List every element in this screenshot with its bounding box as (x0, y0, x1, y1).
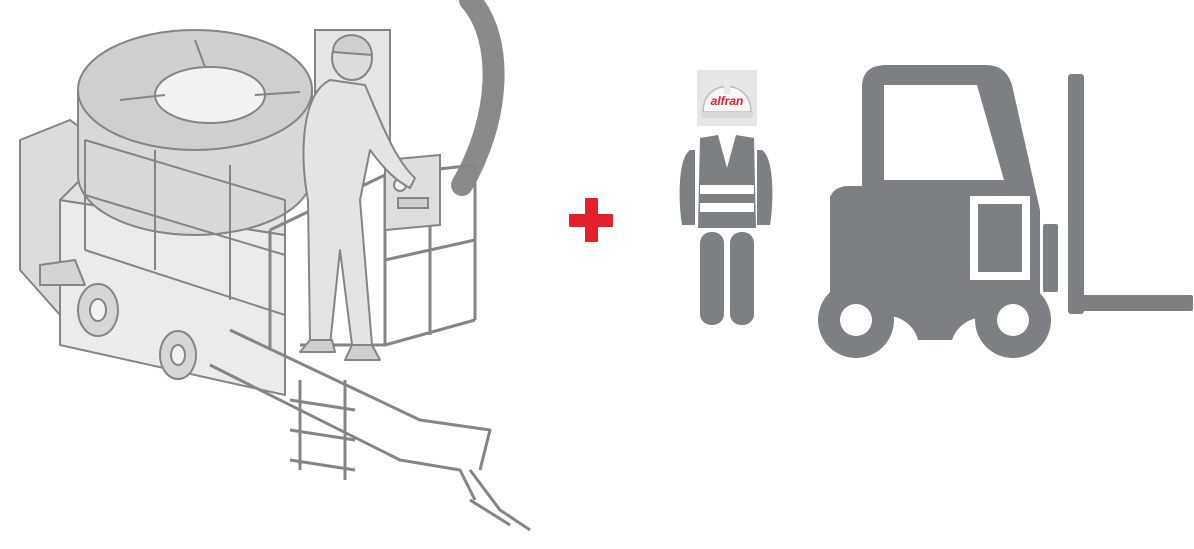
trailer-wheels (77, 283, 197, 380)
worker-right-leg (730, 232, 754, 325)
hose-icon (451, 0, 505, 196)
worker-left-arm (679, 150, 695, 225)
plus-icon (569, 198, 613, 242)
svg-text:alfran: alfran (711, 94, 744, 108)
helmet-icon: alfran (697, 70, 757, 126)
worker-right-arm (757, 150, 773, 225)
safety-vest (698, 135, 756, 228)
operator-figure (299, 34, 416, 361)
worker-left-leg (700, 232, 724, 325)
trailer-body (19, 29, 313, 396)
drawbar-ladder (209, 328, 531, 532)
forklift-icon (818, 65, 1193, 358)
worker-with-safety-vest-icon: alfran (679, 70, 773, 325)
cable-drum-trailer-icon (19, 0, 531, 532)
